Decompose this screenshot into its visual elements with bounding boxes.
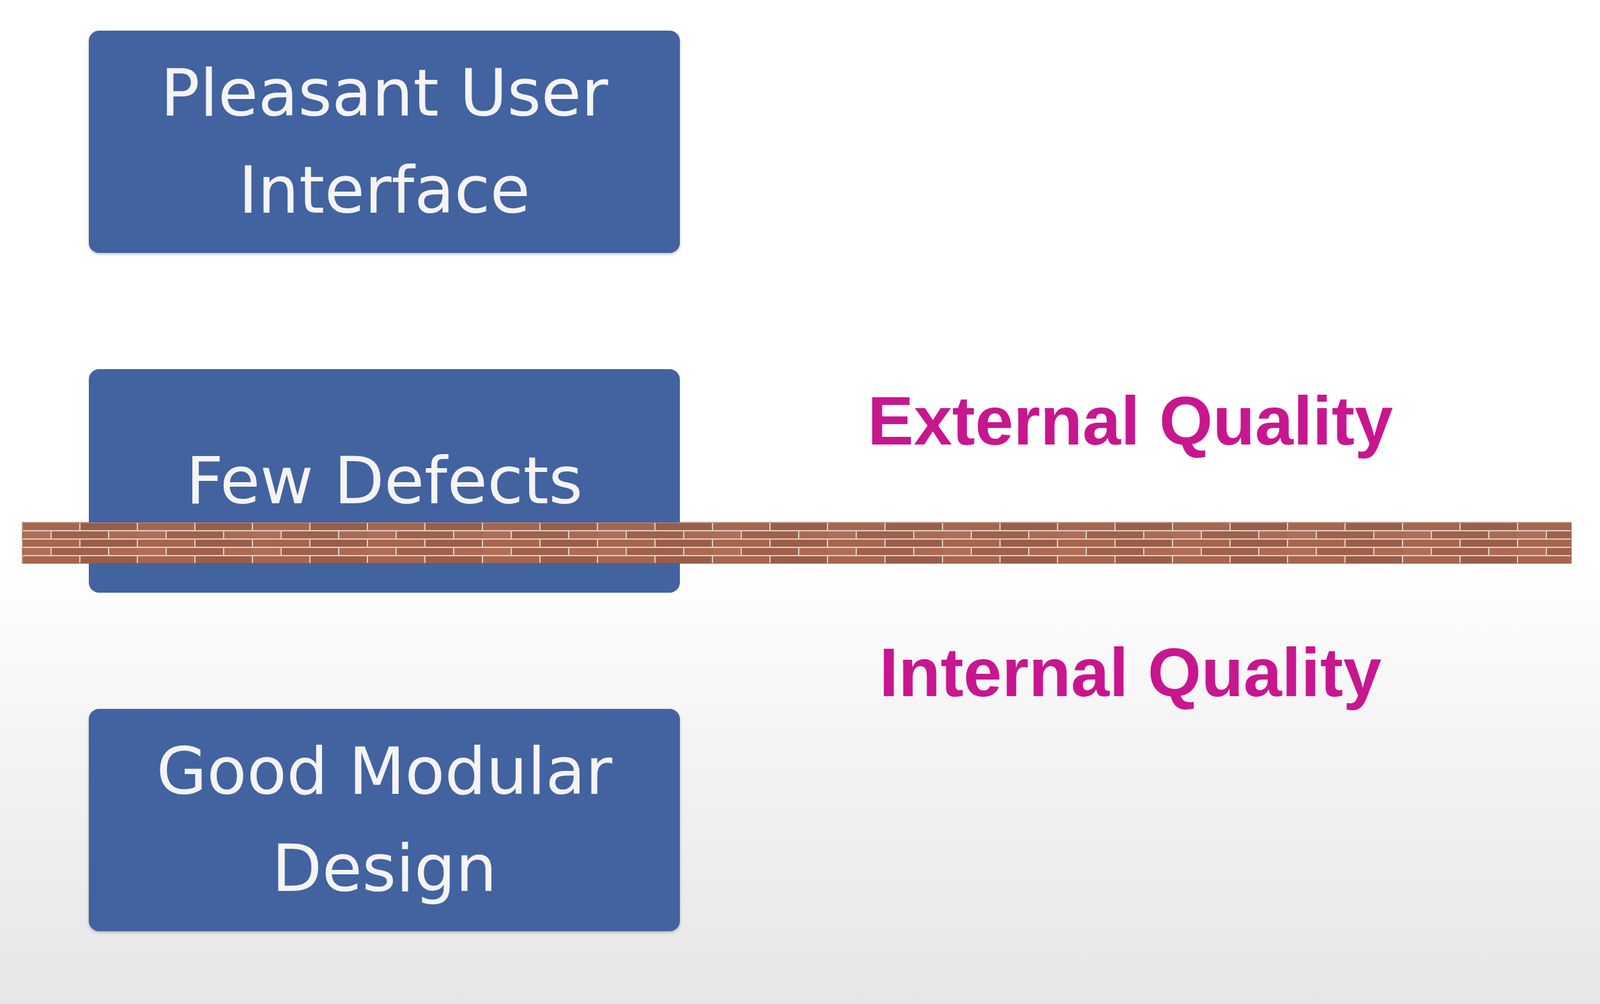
quality-label: Internal Quality (879, 632, 1382, 713)
box-label: Pleasant User Interface (107, 44, 661, 239)
quality-box: Pleasant User Interface (88, 30, 680, 254)
quality-box: Good Modular Design (88, 709, 680, 932)
box-label: Good Modular Design (107, 723, 661, 918)
quality-label: External Quality (867, 380, 1393, 461)
box-label: Few Defects (185, 432, 583, 530)
quality-box: Few Defects (88, 369, 680, 593)
